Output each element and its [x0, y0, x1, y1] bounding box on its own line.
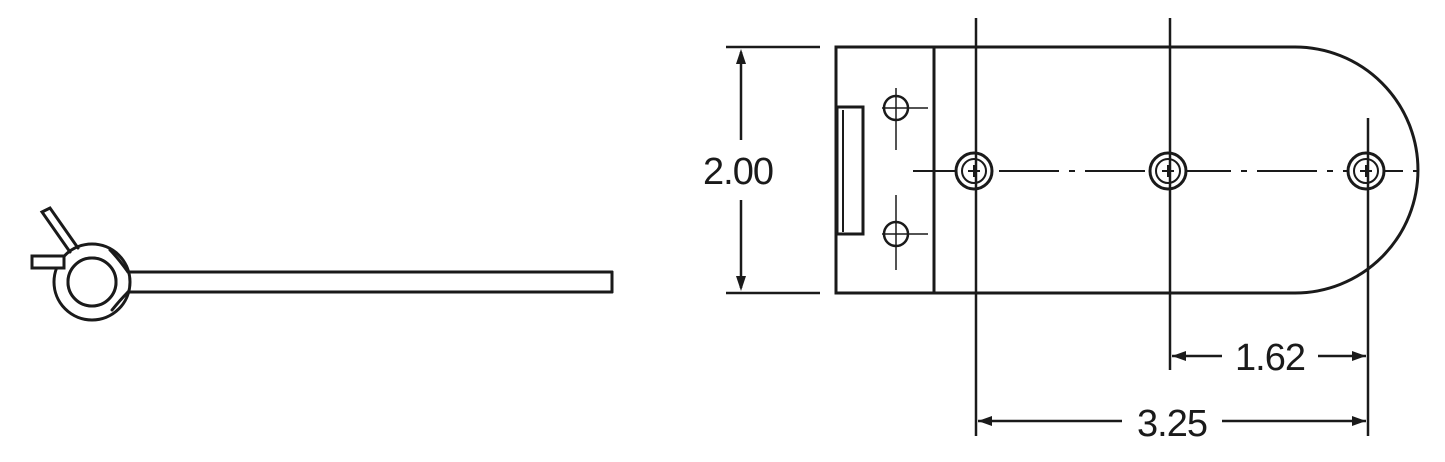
- mount-hole-3: [1346, 151, 1386, 191]
- dim-label-overall-span: 3.25: [1137, 403, 1207, 445]
- knuckle-slot: [835, 105, 865, 236]
- pin-tail: [39, 206, 80, 254]
- dimension-height: 2.00: [703, 45, 820, 295]
- dim-label-hole-spacing: 1.62: [1235, 337, 1305, 379]
- pin-eye-redraw: [66, 256, 118, 308]
- dimension-hole-spacing: 1.62: [1172, 337, 1366, 379]
- side-view-pin: [30, 206, 614, 322]
- pin-curl-transition: [108, 248, 130, 274]
- pin-eye-outer: [52, 242, 132, 322]
- mount-hole-1: [954, 151, 994, 191]
- pin-curl-transition-lower: [110, 290, 130, 312]
- dimension-overall-span: 3.25: [978, 403, 1366, 445]
- plan-view-leaf: [834, 18, 1428, 436]
- small-hole-upper: [882, 88, 928, 150]
- mount-hole-2: [1148, 151, 1188, 191]
- pin-tail-cross: [30, 254, 66, 270]
- dim-label-height: 2.00: [703, 151, 773, 193]
- small-hole-lower: [882, 195, 928, 270]
